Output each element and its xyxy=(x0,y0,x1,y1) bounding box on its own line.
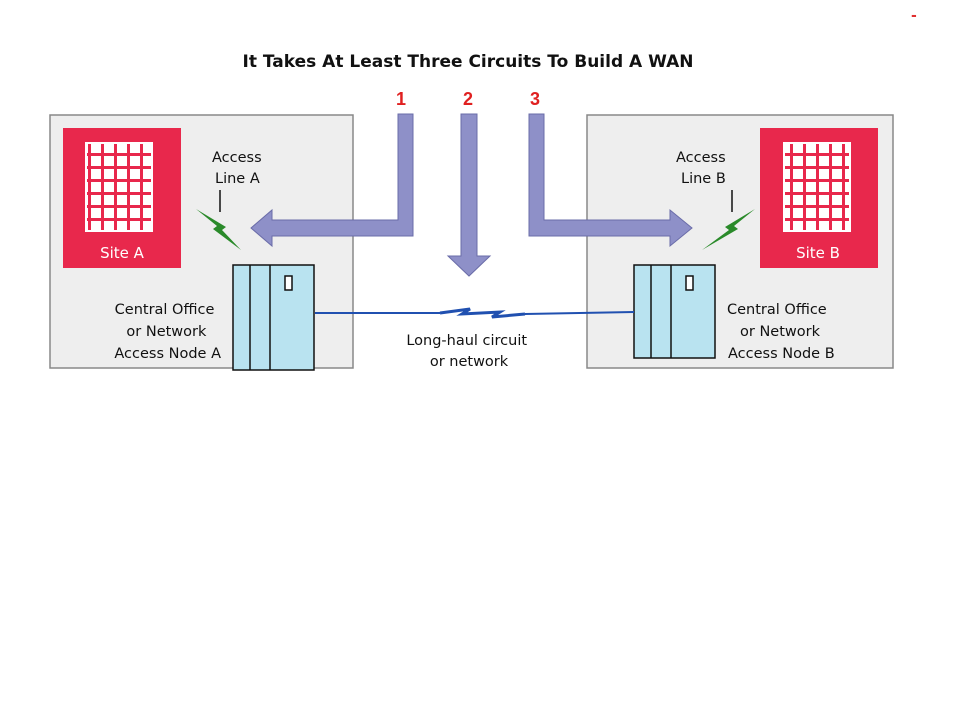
circuit-3-number: 3 xyxy=(530,89,540,109)
access-line-b-label: Access Line B xyxy=(676,150,730,187)
circuit-arrows xyxy=(250,113,693,277)
circuit-2-arrow xyxy=(446,113,492,277)
circuit-3-arrow xyxy=(528,113,693,248)
site-b-building: Site B xyxy=(760,128,878,268)
corner-mark: - xyxy=(911,8,917,24)
access-node-a xyxy=(232,264,315,371)
access-line-a-label: Access Line A xyxy=(212,150,266,187)
node-a-label: Central Office or Network Access Node A xyxy=(114,302,221,362)
long-haul-line xyxy=(315,307,635,319)
site-b-label: Site B xyxy=(796,244,840,262)
long-haul-label: Long-haul circuit or network xyxy=(406,333,531,370)
access-node-b xyxy=(633,264,716,359)
circuit-1-arrow xyxy=(250,113,414,248)
lightning-a-icon xyxy=(196,209,241,250)
node-b-label: Central Office or Network Access Node B xyxy=(727,302,835,362)
circuit-1-number: 1 xyxy=(396,89,406,109)
site-a-building: Site A xyxy=(63,128,181,268)
site-b-panel: Site B Access Line B Central Office or N… xyxy=(586,114,894,369)
diagram-title: It Takes At Least Three Circuits To Buil… xyxy=(243,52,694,72)
circuit-2-number: 2 xyxy=(463,89,473,109)
lightning-b-icon xyxy=(702,209,755,250)
site-a-panel: Site A Access Line A Central Office or N… xyxy=(49,114,354,371)
site-a-label: Site A xyxy=(100,244,145,262)
